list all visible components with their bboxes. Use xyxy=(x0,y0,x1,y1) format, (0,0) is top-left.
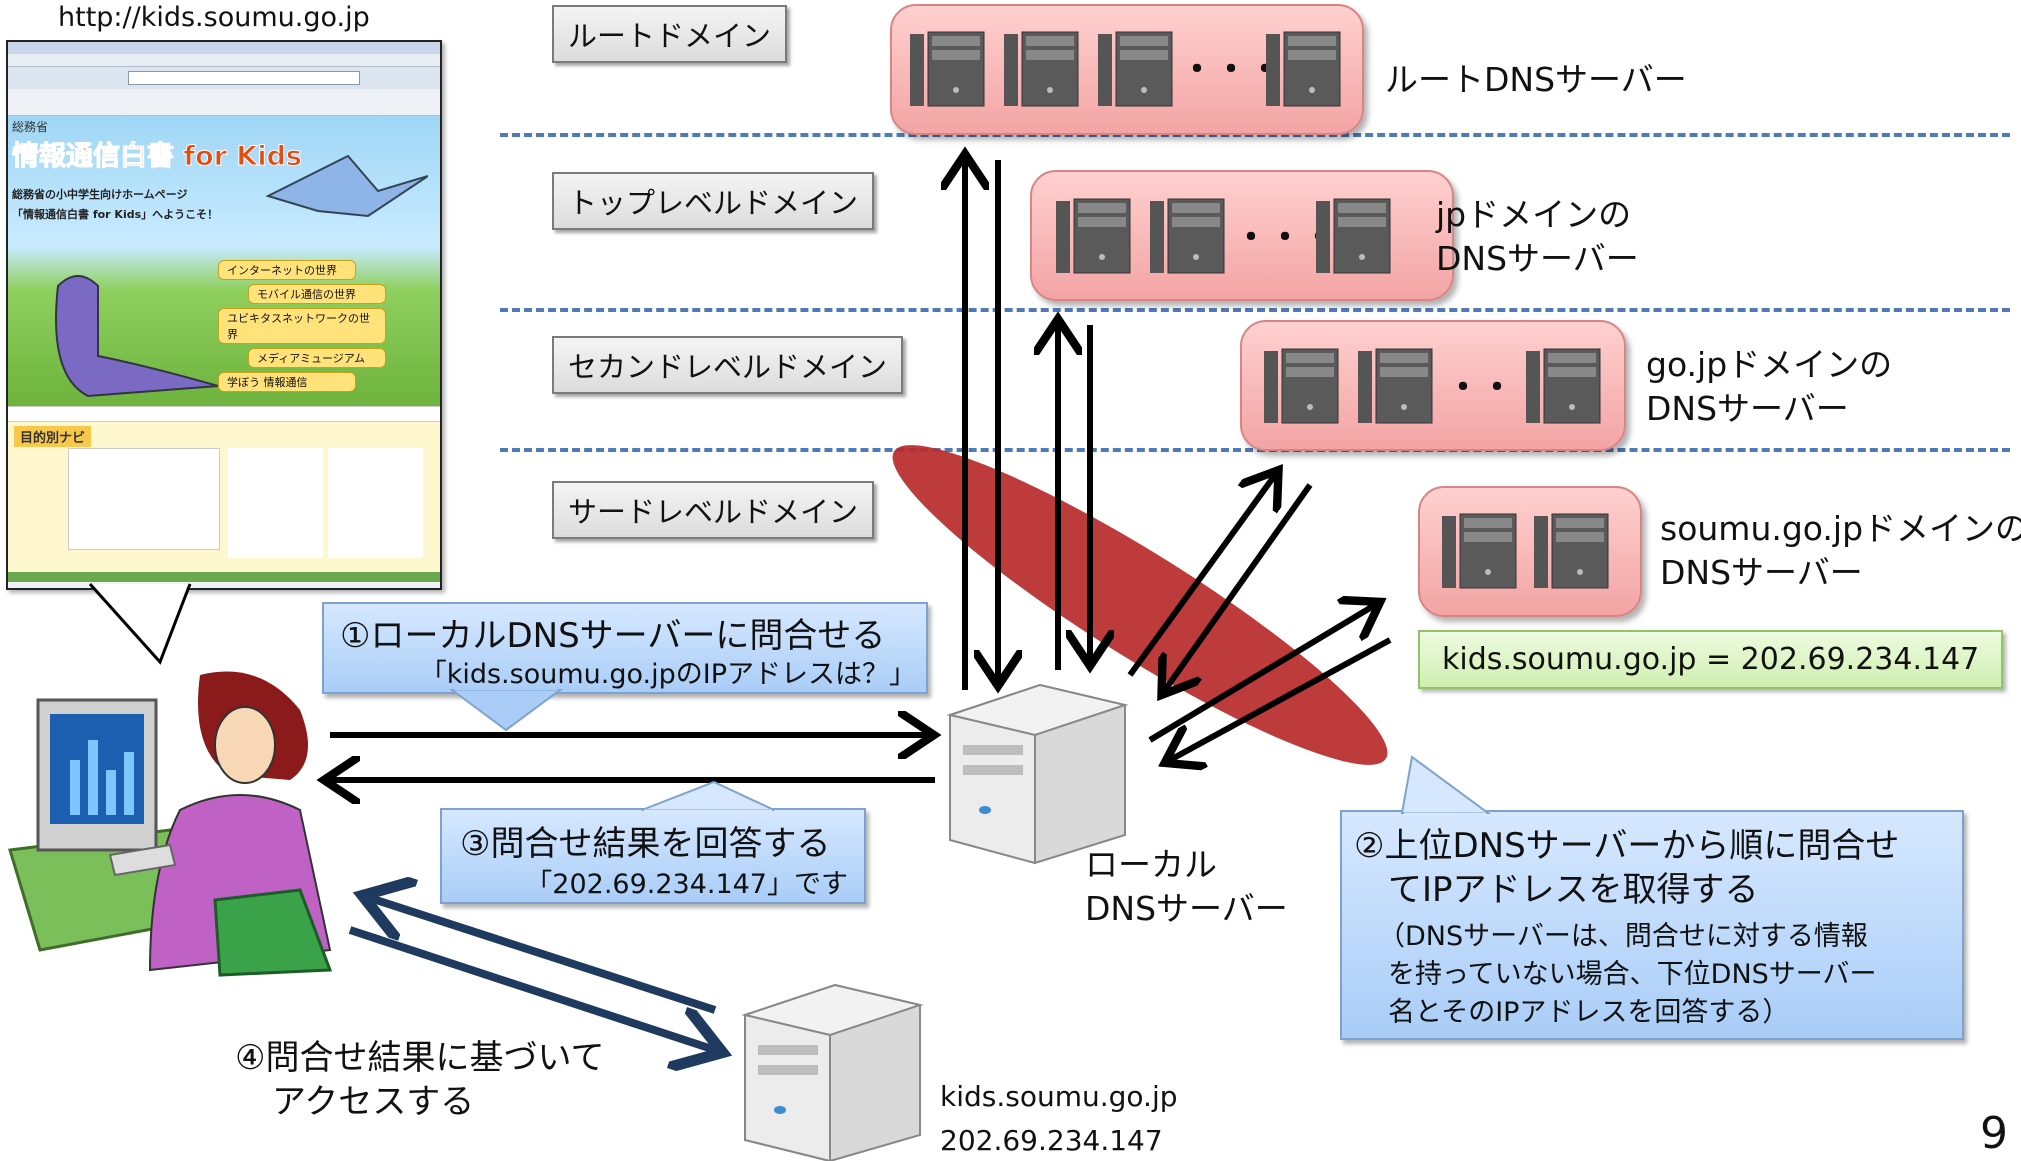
query-ellipse xyxy=(892,445,1388,765)
server-tower-icon xyxy=(1148,197,1228,279)
site-menu-item[interactable]: 学ぼう 情報通信 xyxy=(218,372,356,392)
server-tower-icon xyxy=(1264,30,1344,112)
divider-line xyxy=(500,308,2010,312)
gojp-dns-label-2: DNSサーバー xyxy=(1646,389,1849,428)
step3-callout: ③問合せ結果を回答する 「202.69.234.147」です xyxy=(440,808,866,904)
step2-line1: ②上位DNSサーバーから順に問合せ xyxy=(1354,826,1900,866)
step2-callout: ②上位DNSサーバーから順に問合せ てIPアドレスを取得する （DNSサーバーは… xyxy=(1340,810,1964,1040)
server-tower-icon xyxy=(1054,197,1134,279)
step3-callout-tail xyxy=(641,780,775,812)
site-title: 情報通信白書 for Kids xyxy=(12,141,303,173)
arrow-access-web-server xyxy=(348,926,715,1050)
site-menu-item[interactable]: モバイル通信の世界 xyxy=(248,284,386,304)
local-dns-server-icon xyxy=(946,683,1129,865)
jp-dns-label-2: DNSサーバー xyxy=(1436,239,1639,278)
server-tower-icon xyxy=(1356,347,1436,429)
site-nav: 目的別ナビ xyxy=(8,422,440,572)
site-nav-list xyxy=(68,448,220,550)
step1-main: ①ローカルDNSサーバーに問合せる xyxy=(340,616,886,656)
speech-tail xyxy=(88,582,192,665)
step2-line2: てIPアドレスを取得する xyxy=(1388,870,1759,910)
site-subtitle: 総務省の小中学生向けホームページ xyxy=(12,188,188,201)
divider-line xyxy=(500,448,2010,452)
step3-main: ③問合せ結果を回答する xyxy=(460,824,831,864)
step2-note1: （DNSサーバーは、問合せに対する情報 xyxy=(1378,921,1868,952)
arrow-response-to-user xyxy=(370,898,717,1014)
soumu-dns-label-2: DNSサーバー xyxy=(1660,553,1863,592)
step4-line2: アクセスする xyxy=(272,1082,475,1122)
server-tower-icon xyxy=(1524,347,1604,429)
server-tower-icon xyxy=(1002,30,1082,112)
pterosaur-illustration xyxy=(265,154,428,218)
server-tower-icon xyxy=(1262,347,1342,429)
step3-sub: 「202.69.234.147」です xyxy=(525,869,848,900)
site-menu-item[interactable]: メディアミュージアム xyxy=(248,348,386,368)
step2-note2: を持っていない場合、下位DNSサーバー xyxy=(1388,959,1877,990)
local-dns-label-2: DNSサーバー xyxy=(1085,889,1288,928)
website-screenshot: 総務省 情報通信白書 for Kids 総務省の小中学生向けホームページ 「情報… xyxy=(6,40,442,590)
browser-menubar xyxy=(8,54,440,67)
local-dns-label-1: ローカル xyxy=(1085,845,1217,884)
step1-callout: ①ローカルDNSサーバーに問合せる 「kids.soumu.go.jpのIPアド… xyxy=(322,602,928,694)
site-footer xyxy=(8,572,440,582)
dinosaur-illustration xyxy=(55,275,219,398)
step1-callout-tail xyxy=(450,688,564,732)
arrow-to-soumu xyxy=(1148,605,1375,743)
server-tower-icon xyxy=(1532,512,1612,594)
site-menu-item[interactable]: インターネットの世界 xyxy=(218,260,356,280)
step1-sub: 「kids.soumu.go.jpのIPアドレスは？」 xyxy=(419,659,916,690)
site-nav-title: 目的別ナビ xyxy=(14,426,92,447)
jp-dns-label-1: jpドメインの xyxy=(1436,195,1632,234)
gojp-dns-label-1: go.jpドメインの xyxy=(1646,345,1893,384)
arrow-from-soumu xyxy=(1170,637,1392,760)
site-ministry: 総務省 xyxy=(12,120,49,134)
level-label-root: ルートドメイン xyxy=(552,5,788,63)
server-tower-icon xyxy=(1314,197,1394,279)
web-server-host: kids.soumu.go.jp xyxy=(940,1080,1178,1113)
site-menu: インターネットの世界 モバイル通信の世界 ユビキタスネットワークの世界 メディア… xyxy=(218,256,386,396)
browser-titlebar xyxy=(8,42,440,54)
root-dns-label: ルートDNSサーバー xyxy=(1385,60,1687,99)
divider-line xyxy=(500,133,2010,137)
site-welcome: 「情報通信白書 for Kids」へようこそ！ xyxy=(12,208,219,221)
dns-result-box: kids.soumu.go.jp = 202.69.234.147 xyxy=(1418,630,2004,689)
level-label-third: サードレベルドメイン xyxy=(552,481,875,539)
web-server-icon xyxy=(741,983,924,1161)
url-label: http://kids.soumu.go.jp xyxy=(58,2,370,33)
browser-bookmarks xyxy=(8,89,440,116)
site-menu-item[interactable]: ユビキタスネットワークの世界 xyxy=(218,308,386,344)
site-search-bar xyxy=(8,406,440,422)
site-header: 総務省 情報通信白書 for Kids 総務省の小中学生向けホームページ 「情報… xyxy=(8,116,440,406)
site-nav-icons xyxy=(228,448,428,558)
server-tower-icon xyxy=(908,30,988,112)
web-server-ip: 202.69.234.147 xyxy=(940,1124,1163,1157)
browser-toolbar xyxy=(8,67,440,89)
server-tower-icon xyxy=(1440,512,1520,594)
soumu-dns-label-1: soumu.go.jpドメインの xyxy=(1660,509,2021,548)
address-bar xyxy=(128,71,360,85)
level-label-top: トップレベルドメイン xyxy=(552,172,875,230)
arrow-to-gojp xyxy=(1127,475,1275,677)
page-number: 9 xyxy=(1980,1108,2008,1159)
level-label-second: セカンドレベルドメイン xyxy=(552,336,904,394)
ellipsis: ・・・ xyxy=(1180,50,1282,90)
step2-note3: 名とそのIPアドレスを回答する） xyxy=(1388,997,1790,1028)
user-at-computer-illustration xyxy=(8,671,333,977)
step4-line1: ④問合せ結果に基づいて xyxy=(235,1038,605,1078)
arrow-from-gojp xyxy=(1165,483,1313,690)
step2-callout-tail xyxy=(1400,755,1492,815)
server-tower-icon xyxy=(1096,30,1176,112)
